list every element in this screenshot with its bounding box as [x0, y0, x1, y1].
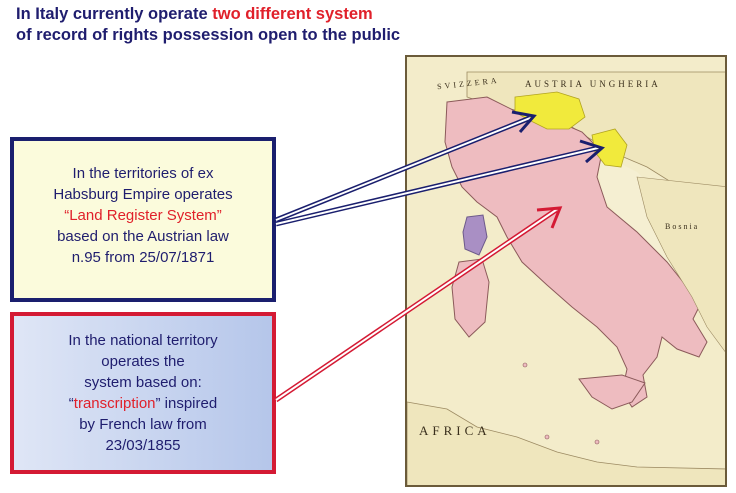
sicily [578, 374, 646, 410]
map-label-africa: AFRICA [419, 423, 491, 438]
page-title: In Italy currently operate two different… [16, 4, 456, 46]
national-line2: operates the [101, 353, 185, 370]
habsburg-line1: In the territories of ex [72, 165, 214, 182]
national-quote-rest: ” inspired [155, 395, 218, 412]
map-label-bosnia: Bosnia [665, 222, 700, 231]
habsburg-line3: based on the Austrian law [57, 228, 229, 245]
island-3 [594, 439, 600, 445]
island-1 [522, 362, 528, 368]
historical-map: SVIZZERA AUSTRIA UNGHERIA Bosnia AFRICA [405, 55, 727, 487]
balkans-region [636, 176, 725, 353]
habsburg-highlight: “Land Register System” [64, 207, 222, 224]
national-line5: by French law from [79, 416, 207, 433]
habsburg-line2: Habsburg Empire operates [53, 186, 233, 203]
corsica [462, 214, 488, 256]
map-label-austria: AUSTRIA UNGHERIA [525, 79, 661, 89]
africa-coast [407, 401, 725, 485]
national-info-box: In the national territory operates the s… [10, 312, 276, 474]
national-highlight: transcription [73, 395, 156, 412]
sardinia [451, 258, 490, 338]
national-line4: “transcription” inspired [14, 393, 272, 414]
national-line1: In the national territory [68, 332, 218, 349]
title-highlight: two different system [212, 5, 373, 23]
island-2 [544, 434, 550, 440]
national-line6: 23/03/1855 [105, 437, 181, 454]
habsburg-info-box: In the territories of ex Habsburg Empire… [10, 137, 276, 302]
national-quote-open: “ [68, 395, 74, 412]
title-part1: In Italy currently operate [16, 5, 213, 23]
habsburg-line4: n.95 from 25/07/1871 [71, 249, 215, 266]
title-line2: of record of rights possession open to t… [16, 26, 401, 44]
national-line3: system based on: [84, 374, 202, 391]
